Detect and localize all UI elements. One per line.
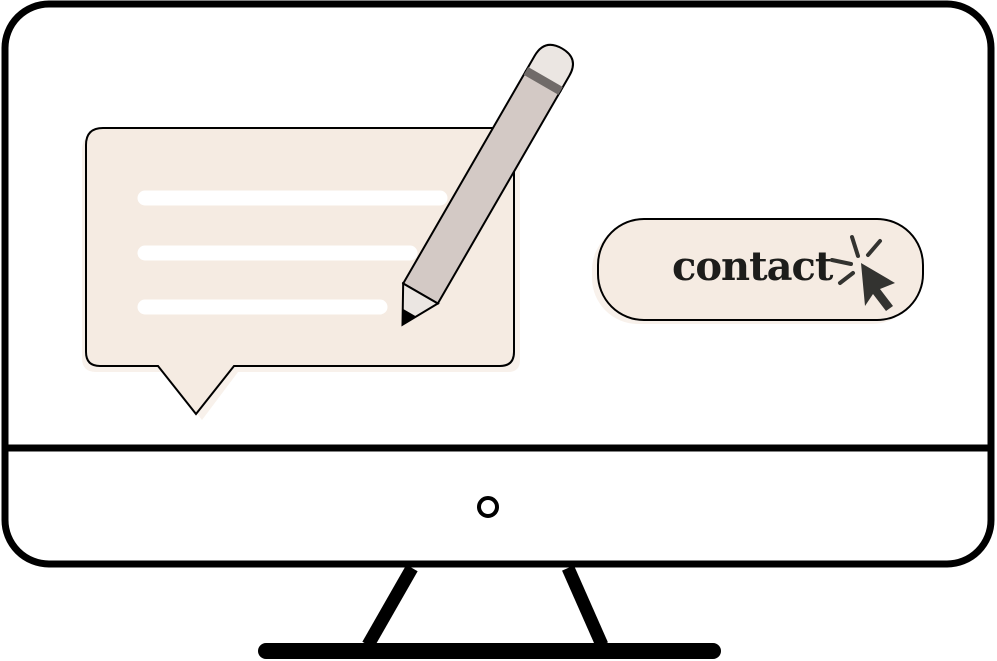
cursor-click-icon [830,235,895,311]
stand-leg-left [362,564,418,649]
contact-button-bg[interactable] [597,218,924,321]
contact-button-label: contact [672,243,834,290]
click-ray [830,258,853,266]
click-ray [838,271,855,285]
power-button-icon[interactable] [477,496,499,518]
message-card [82,127,520,420]
pencil-cap [524,43,574,93]
click-ray [866,239,882,257]
monitor-stand [258,564,721,659]
pencil-lead [402,308,417,325]
contact-button[interactable]: contact [592,218,924,324]
stand-leg-right [562,565,608,648]
pencil-band [523,67,563,95]
text-lines [137,190,448,315]
cursor-arrow-icon [861,263,895,311]
click-ray [850,235,860,258]
pencil-icon [401,43,574,327]
